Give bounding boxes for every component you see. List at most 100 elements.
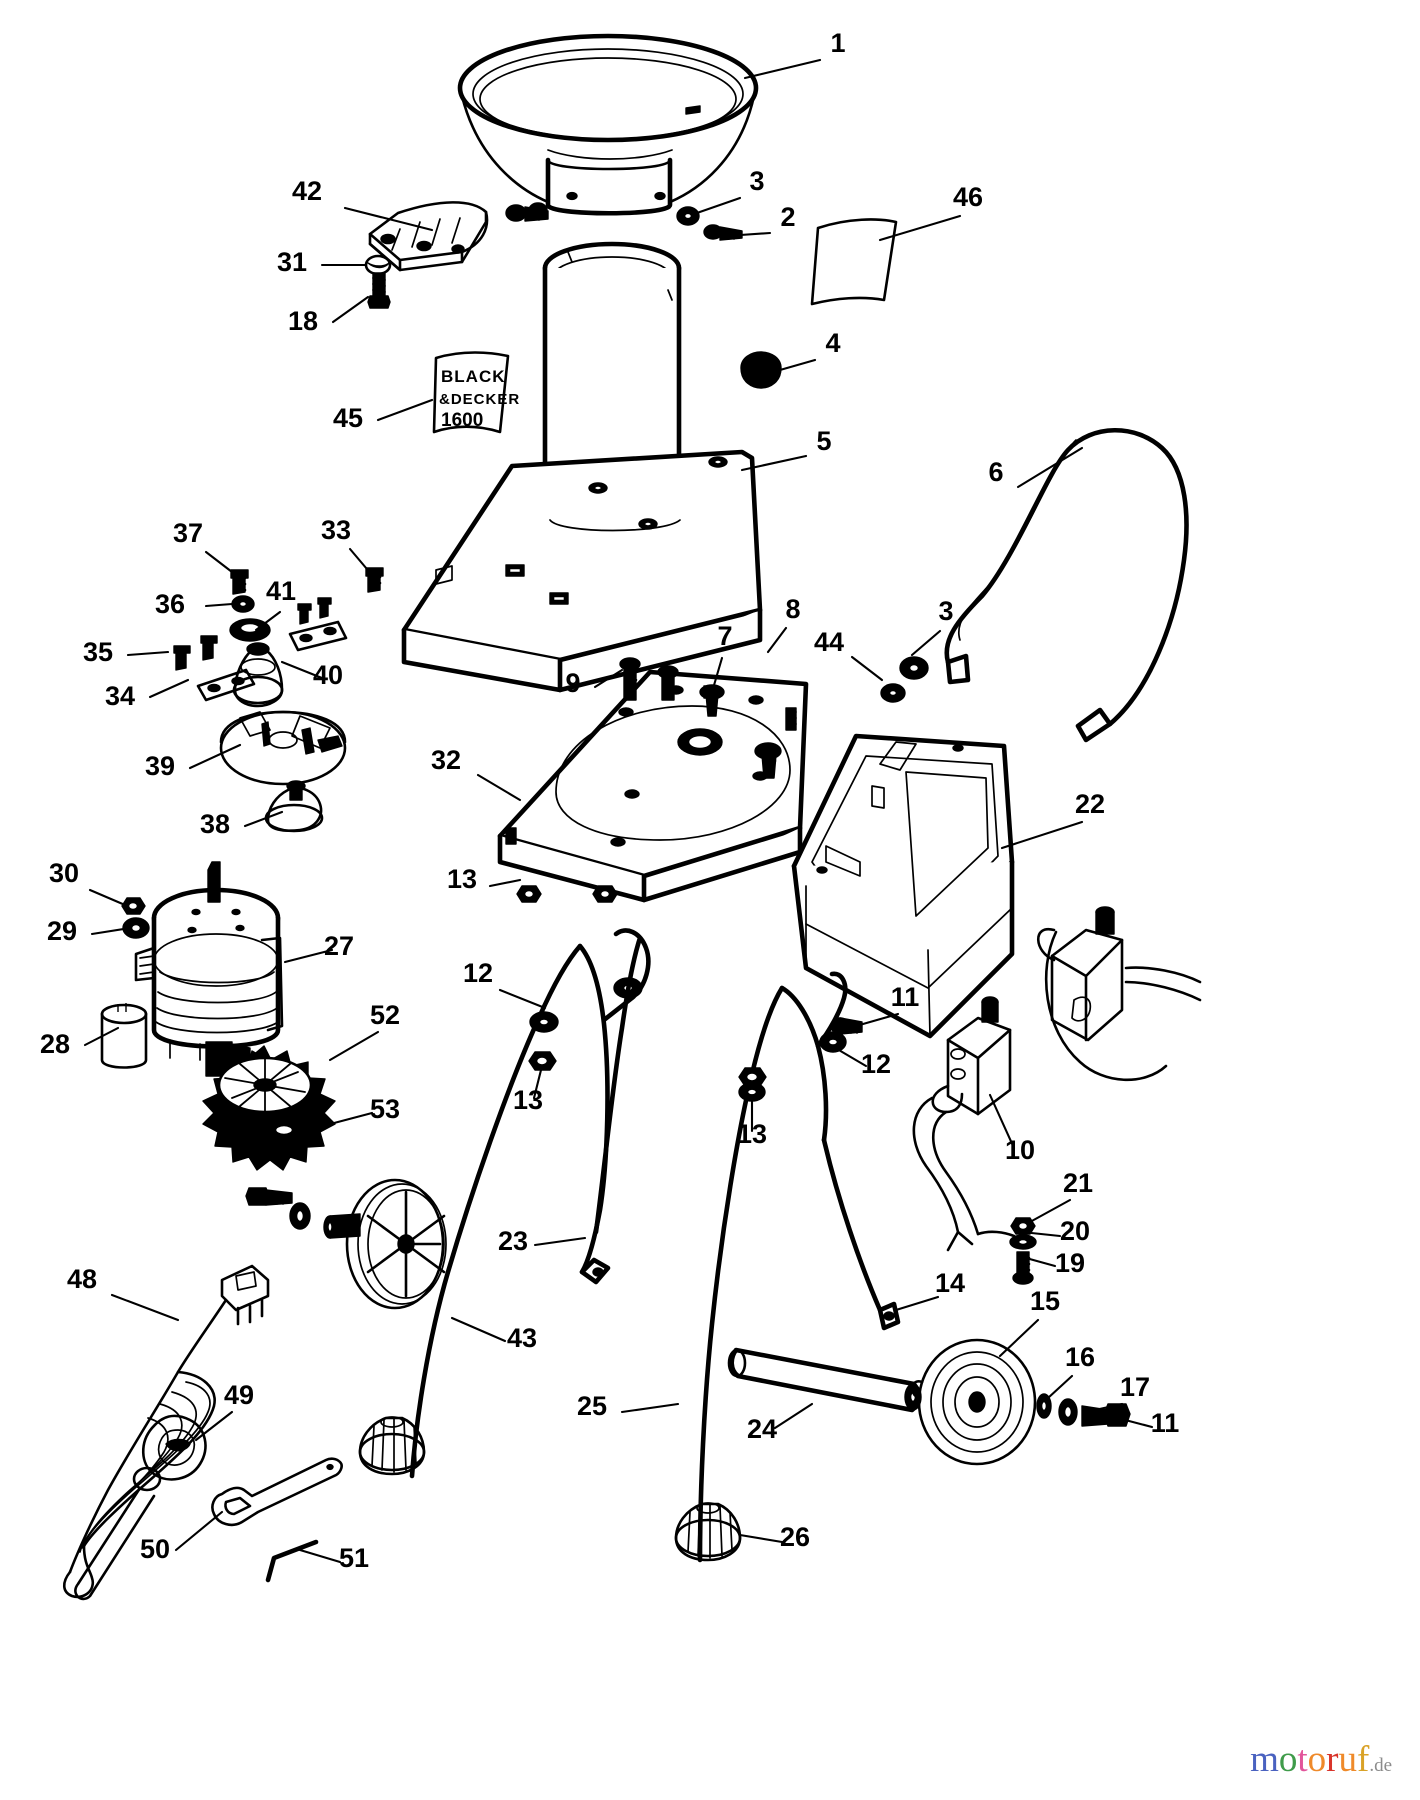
leader-line [532,1064,544,1100]
callout-axle: 24 [747,1402,814,1444]
callout-number: 10 [1005,1135,1035,1165]
leader-line [773,1402,814,1430]
callout-number: 8 [785,594,800,624]
leader-line [1046,1374,1074,1400]
part-screws-mid [619,656,929,779]
part-shredder-blade-52 [202,1045,336,1171]
callout-number: 13 [513,1085,543,1115]
leader-line [298,1548,342,1564]
svg-text:&DECKER: &DECKER [439,391,520,408]
part-washers-12-13-left [528,977,643,1071]
part-knob-4 [740,351,782,389]
callout-number: 20 [1060,1216,1090,1246]
callout-number: 26 [780,1522,810,1552]
leader-line [376,398,434,422]
callout-number: 37 [173,518,203,548]
leader-line [343,206,434,232]
callout-number: 51 [339,1543,369,1573]
part-motor-27 [134,861,284,1077]
watermark-letter: u [1338,1739,1357,1780]
leader-line [593,668,624,689]
callout-number: 53 [370,1094,400,1124]
callout-screw: 8 [766,594,801,654]
callout-decal-warning: 46 [878,182,983,242]
callout-screw: 33 [321,515,374,577]
callout-nut: 13 [513,1064,544,1115]
callout-number: 15 [1030,1286,1060,1316]
leader-line [331,295,370,324]
leader-line [1084,1402,1124,1414]
callout-number: 31 [277,247,307,277]
svg-text:1600: 1600 [441,410,483,431]
callout-number: 36 [155,589,185,619]
callout-bolt: 44 [814,627,884,682]
part-spindle-hub-38 [264,780,324,833]
callout-lower-handle-right: 14 [894,1268,965,1312]
part-hex-key-51 [265,1539,319,1583]
part-clamp-plate-34 [196,668,256,702]
callout-lock-washer: 31 [277,247,368,277]
callout-number: 18 [288,306,318,336]
part-lock-washer-31 [364,254,392,276]
part-nut-13-deck [516,885,618,903]
callout-number: 19 [1055,1248,1085,1278]
part-chute-housing-5 [401,241,763,693]
callout-open-wrench: 50 [140,1510,224,1564]
leader-line [738,1533,784,1544]
callout-washer: 3 [692,166,765,216]
callout-washer: 3 [910,596,954,657]
part-screw-37 [230,569,249,595]
part-handle-leg-25 [697,971,901,1563]
leader-line [910,629,942,657]
callout-switch-box: 10 [988,1093,1035,1165]
callout-number: 39 [145,751,175,781]
leader-line [743,58,822,80]
part-washer-20 [1009,1234,1037,1250]
part-collection-bin-22 [791,733,1015,1039]
part-switch-box-10 [912,906,1202,1252]
leader-line [998,1318,1040,1358]
callout-nut: 30 [49,858,127,907]
leader-line [88,888,127,907]
callout-number: 9 [565,668,580,698]
callout-flat-washer: 53 [298,1094,400,1134]
part-screw-19 [1012,1251,1034,1285]
part-decal-46 [810,218,898,306]
leader-line [488,878,522,888]
callout-number: 24 [747,1414,777,1444]
callout-number: 16 [1065,1342,1095,1372]
callout-number: 23 [498,1226,528,1256]
callout-collection-bin: 22 [1000,789,1105,850]
callout-number: 40 [313,660,343,690]
watermark-letter: m [1250,1739,1279,1780]
callout-number: 2 [780,202,795,232]
callout-number: 17 [1120,1372,1150,1402]
part-screw-2 [505,202,549,222]
callout-number: 5 [816,426,831,456]
callout-number: 11 [1151,1408,1180,1438]
leader-line [348,547,374,577]
callout-washer: 12 [830,1044,891,1079]
callout-number: 13 [737,1119,767,1149]
part-open-wrench-50 [211,1457,343,1527]
leader-line [1108,1414,1154,1429]
callout-cutter-disc: 39 [145,743,242,781]
part-wheel-15 [910,1338,1037,1466]
callout-number: 35 [83,637,113,667]
callout-handle-leg: 25 [577,1391,680,1421]
callout-number: 3 [938,596,953,626]
part-washer-36 [231,595,255,613]
part-wheel-left [245,1178,447,1310]
leader-line [988,1093,1016,1150]
callout-number: 6 [988,457,1003,487]
callout-feed-hopper: 1 [743,28,846,80]
watermark-letter: r [1326,1739,1339,1780]
part-feed-hopper [457,33,759,216]
part-capacitor-28 [100,1003,148,1069]
callout-number: 43 [507,1323,537,1353]
part-hex-bolt-18 [367,272,391,309]
part-washer-29 [122,917,150,939]
callout-washer: 36 [155,589,234,619]
